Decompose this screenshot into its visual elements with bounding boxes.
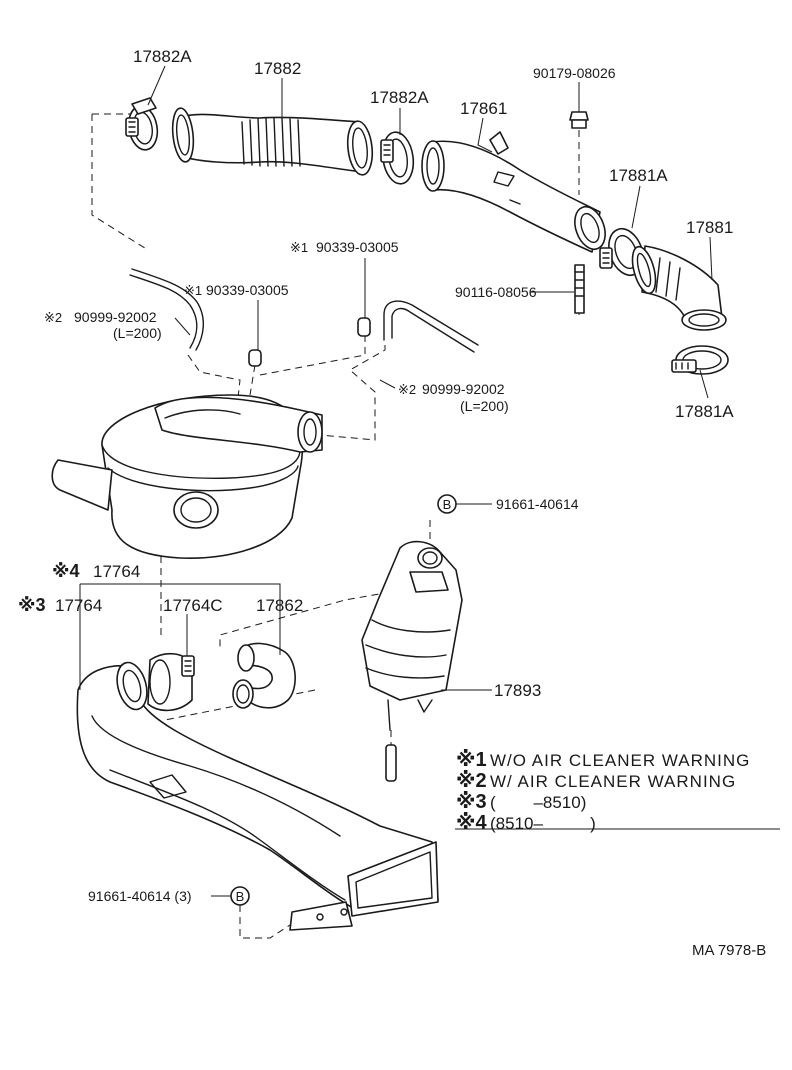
hose-90999-92002-right (383, 300, 479, 353)
bolt-mark-bottom-letter: B (236, 889, 245, 904)
label-90179-08026: 90179-08026 (533, 65, 616, 81)
plug-90339-03005-left (248, 349, 262, 367)
stud-90116-08056 (574, 264, 585, 314)
label-17861: 17861 (460, 99, 507, 118)
label-90999-right: 90999-92002 (422, 381, 505, 397)
plug-90339-03005-right (357, 317, 371, 337)
label-90999-right-mark: ※2 (398, 382, 416, 397)
label-90999-left-mark: ※2 (44, 310, 62, 325)
bolt-mark-top: B (437, 494, 457, 514)
legend-3-text: ( –8510) (490, 793, 586, 812)
label-17882A-top: 17882A (133, 47, 192, 66)
hose-17764C (147, 652, 195, 712)
hose-90999-92002-left (129, 268, 204, 351)
clamp-17882A-mid (380, 131, 415, 185)
label-17881: 17881 (686, 218, 733, 237)
label-90339-left-mark: ※1 (184, 283, 202, 298)
inlet-duct-17764 (76, 661, 439, 931)
label-90339-right: 90339-03005 (316, 239, 399, 255)
label-17764-3: 17764 (55, 596, 102, 615)
label-17881A-bottom: 17881A (675, 402, 734, 421)
label-91661-top: 91661-40614 (496, 496, 579, 512)
legend-1-mark: ※1 (456, 749, 487, 771)
clamp-17882A-top (125, 97, 159, 151)
label-90999-left-len: (L=200) (113, 325, 162, 341)
diagram-code: MA 7978-B (692, 942, 766, 959)
legend-3-mark: ※3 (456, 791, 487, 813)
label-17764-4: 17764 (93, 562, 140, 581)
resonator-17893 (361, 540, 463, 782)
hose-17882 (171, 107, 374, 176)
leader-lines (79, 65, 713, 897)
legend-2-text: W/ AIR CLEANER WARNING (490, 772, 736, 791)
label-90339-left: 90339-03005 (206, 282, 289, 298)
clamp-17881A-bottom (671, 345, 729, 375)
bolt-mark-bottom: B (230, 886, 250, 906)
label-90116-08056: 90116-08056 (455, 284, 537, 300)
label-90999-left: 90999-92002 (74, 309, 157, 325)
hose-17881 (631, 245, 727, 331)
label-17764-3-mark: ※3 (18, 595, 46, 615)
label-17764-4-mark: ※4 (52, 561, 80, 581)
label-17764C: 17764C (163, 596, 223, 615)
bolt-90179-08026 (569, 111, 589, 129)
legend-4-text: (8510– ) (490, 814, 596, 833)
label-17881A-top: 17881A (609, 166, 668, 185)
label-90999-right-len: (L=200) (460, 398, 509, 414)
label-17882: 17882 (254, 59, 301, 78)
duct-17861 (421, 131, 606, 253)
label-17882A-mid: 17882A (370, 88, 429, 107)
label-17862: 17862 (256, 596, 303, 615)
label-17893: 17893 (494, 681, 541, 700)
legend-1-text: W/O AIR CLEANER WARNING (490, 751, 750, 770)
legend-2-mark: ※2 (456, 770, 487, 792)
label-91661-bottom: 91661-40614 (3) (88, 888, 192, 904)
legend: ※1 W/O AIR CLEANER WARNING ※2 W/ AIR CLE… (455, 749, 780, 834)
label-90339-right-mark: ※1 (290, 240, 308, 255)
legend-4-mark: ※4 (456, 812, 487, 834)
part-labels: 17882A 17882 17882A 17861 90179-08026 17… (18, 47, 766, 959)
hose-17862 (232, 642, 296, 709)
air-cleaner (51, 394, 323, 559)
bolt-mark-top-letter: B (443, 497, 452, 512)
